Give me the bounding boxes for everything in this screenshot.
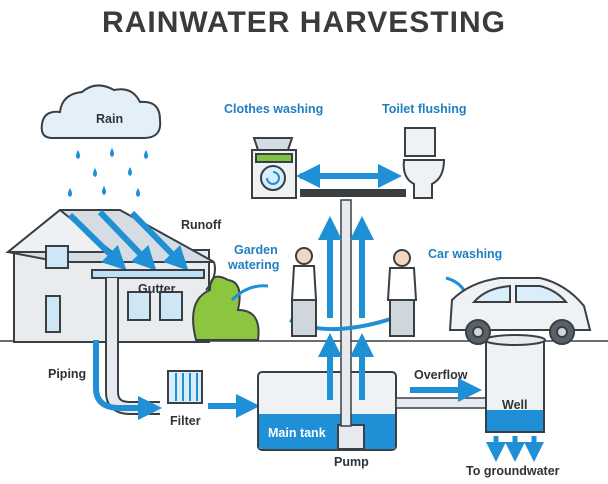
toilet-icon <box>402 127 446 199</box>
clothes-washing-label: Clothes washing <box>224 102 324 116</box>
well <box>484 334 546 433</box>
filter-icon <box>167 370 203 404</box>
page-title: RAINWATER HARVESTING <box>102 6 506 39</box>
filter-label: Filter <box>170 414 201 428</box>
raindrop-icon <box>128 167 132 176</box>
pump <box>337 424 365 450</box>
car-icon <box>448 277 592 345</box>
garden-watering-label-line1: Garden <box>234 243 278 257</box>
raindrop-icon <box>76 150 80 159</box>
raindrop-icon <box>110 148 114 157</box>
groundwater-arrows <box>486 436 544 462</box>
runoff-arrows <box>67 209 189 271</box>
cloud-icon <box>40 84 162 139</box>
piping-label: Piping <box>48 367 87 381</box>
piping <box>93 278 162 420</box>
raindrop-icon <box>136 188 140 197</box>
gutter-label: Gutter <box>138 282 176 296</box>
rain-drops <box>68 148 148 197</box>
gardener-figure <box>290 247 318 337</box>
main-tank-label: Main tank <box>268 426 326 440</box>
car-washer-figure <box>386 249 418 337</box>
riser-pipe <box>340 199 352 427</box>
car-washing-label: Car washing <box>428 247 503 261</box>
overflow-pipe <box>395 397 489 409</box>
gutter <box>91 269 205 279</box>
pump-label: Pump <box>334 455 369 469</box>
raindrop-icon <box>68 188 72 197</box>
bush-icon <box>192 261 260 341</box>
toilet-flushing-label: Toilet flushing <box>382 102 467 116</box>
garden-watering-label-line2: watering <box>228 258 280 272</box>
raindrop-icon <box>144 150 148 159</box>
overflow-label: Overflow <box>414 368 468 382</box>
washing-machine-icon <box>251 137 297 199</box>
to-groundwater-label: To groundwater <box>466 464 560 478</box>
up-arrows <box>318 216 374 400</box>
raindrop-icon <box>102 186 106 195</box>
well-label: Well <box>502 398 528 412</box>
runoff-label: Runoff <box>181 218 222 232</box>
rain-label: Rain <box>96 112 124 126</box>
raindrop-icon <box>93 168 97 177</box>
